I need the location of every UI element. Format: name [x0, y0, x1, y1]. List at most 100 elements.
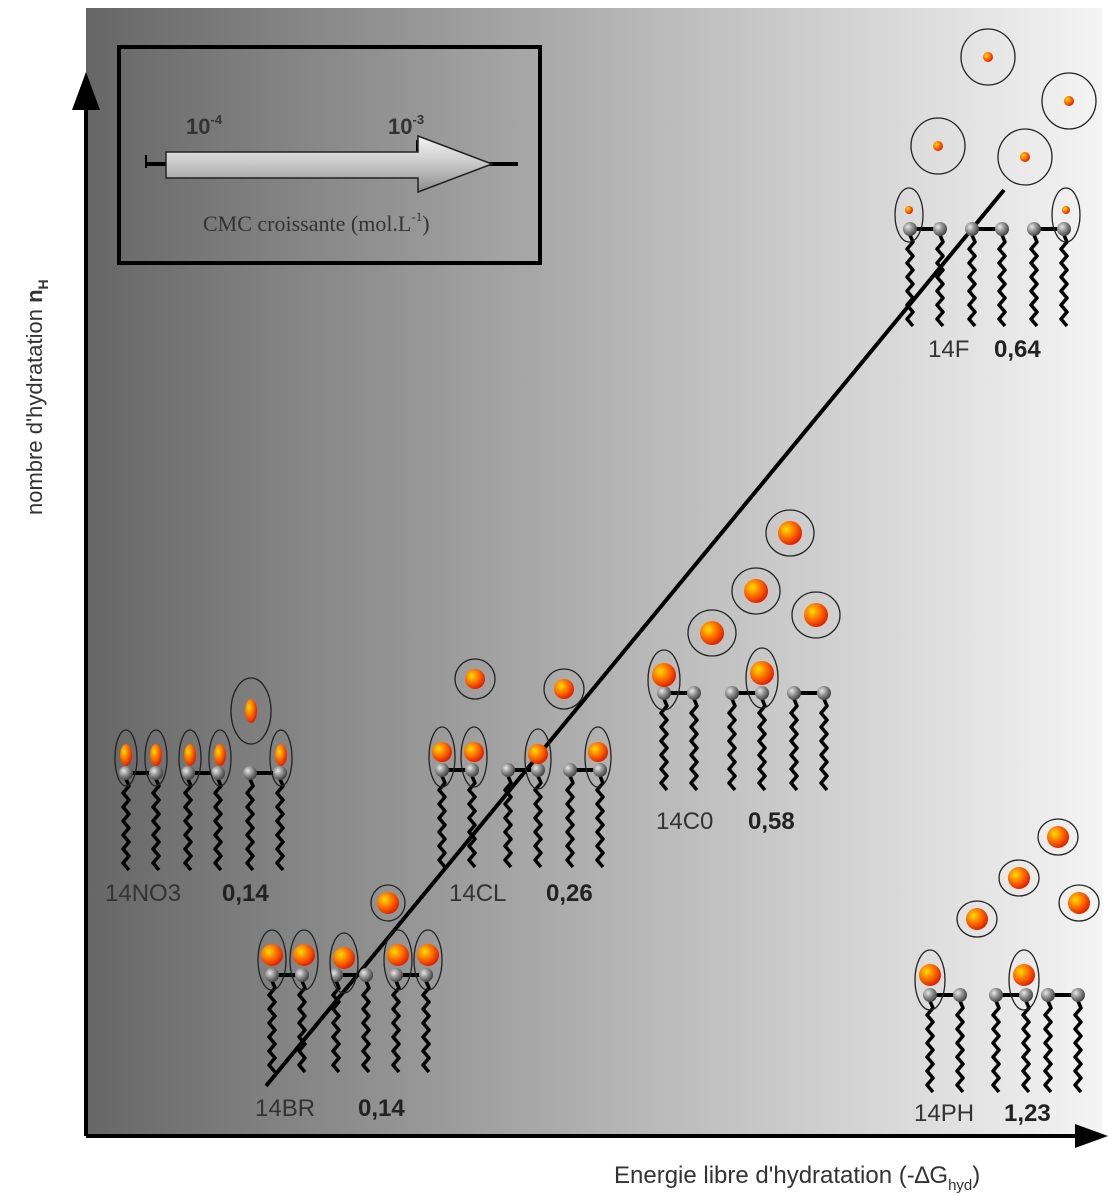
headgroup: [265, 968, 279, 982]
molecule-group-14c0: [647, 509, 841, 792]
alkyl-tail: [267, 980, 277, 1074]
headgroup: [787, 686, 801, 700]
headgroup: [593, 763, 607, 777]
molecule-group-14f: [894, 28, 1097, 328]
counterion: [1064, 96, 1074, 106]
alkyl-tail: [991, 1000, 1001, 1094]
headgroup: [119, 766, 133, 780]
svg-text:0,58: 0,58: [748, 808, 795, 835]
counterion: [1008, 867, 1030, 889]
svg-text:0,14: 0,14: [358, 1095, 405, 1122]
svg-text:14CL: 14CL: [449, 880, 506, 907]
alkyl-tail: [955, 1000, 965, 1094]
alkyl-tail: [727, 698, 737, 792]
alkyl-tail: [659, 698, 669, 792]
alkyl-tail: [789, 698, 799, 792]
hydration-shell: [910, 117, 966, 175]
alkyl-tail: [757, 698, 767, 792]
counterion: [1020, 152, 1030, 162]
hydration-shell: [914, 949, 946, 1011]
hydration-shell: [1051, 187, 1081, 243]
svg-text:14F: 14F: [928, 336, 969, 363]
alkyl-tail: [1059, 234, 1069, 328]
headgroup: [995, 222, 1009, 236]
hydration-shell: [584, 726, 612, 788]
counterion: [804, 603, 828, 627]
headgroup: [1071, 988, 1085, 1002]
alkyl-tail: [437, 775, 447, 869]
headgroup: [531, 763, 545, 777]
alkyl-tail: [565, 775, 575, 869]
headgroup: [419, 968, 433, 982]
inset-caption: CMC croissante (mol.L-1): [203, 209, 430, 236]
y-axis: [72, 72, 100, 1136]
alkyl-tail: [275, 778, 285, 872]
background-panel: [86, 8, 1102, 1135]
counterion: [417, 944, 439, 966]
counterion: [905, 206, 913, 214]
counterion: [652, 663, 676, 687]
alkyl-tail: [183, 778, 193, 872]
molecule-group-14ph: [914, 818, 1100, 1094]
headgroup: [501, 763, 515, 777]
group-label-14c0: 14C0 0,58: [656, 808, 795, 835]
counterion: [528, 744, 548, 764]
hydration-shell: [269, 729, 293, 787]
headgroup: [1041, 988, 1055, 1002]
alkyl-tail: [503, 775, 513, 869]
svg-text:0,26: 0,26: [546, 880, 593, 907]
inset-tick-2: 10-3: [388, 112, 424, 139]
counterion: [120, 744, 132, 766]
hydration-shell: [647, 649, 681, 711]
counterion: [919, 964, 941, 986]
alkyl-tail: [935, 234, 945, 328]
counterion: [293, 944, 315, 966]
counterion: [778, 521, 802, 545]
x-axis: [86, 1124, 1108, 1148]
alkyl-tail: [1029, 234, 1039, 328]
x-axis-label: Energie libre d'hydratation (-∆Ghyd): [614, 1162, 980, 1194]
alkyl-tail: [331, 980, 341, 1074]
headgroup: [657, 686, 671, 700]
headgroup: [211, 766, 225, 780]
headgroup: [1019, 988, 1033, 1002]
counterion: [744, 579, 768, 603]
alkyl-tail: [391, 980, 401, 1074]
headgroup: [817, 686, 831, 700]
hydration-shell: [765, 509, 815, 557]
alkyl-tail: [421, 980, 431, 1074]
counterion: [432, 742, 452, 762]
hydration-shell: [1008, 949, 1040, 1011]
group-label-14cl: 14CL 0,26: [449, 880, 593, 907]
counterion: [261, 944, 283, 966]
hydration-shell: [454, 658, 496, 700]
hydration-shell: [329, 932, 359, 994]
hydration-shell: [524, 728, 552, 790]
alkyl-tail: [533, 775, 543, 869]
headgroup: [903, 222, 917, 236]
group-label-14no3: 14NO3 0,14: [105, 880, 269, 907]
hydration-shell: [230, 677, 272, 745]
alkyl-tail: [689, 698, 699, 792]
alkyl-tail: [467, 775, 477, 869]
headgroup: [389, 968, 403, 982]
alkyl-tail: [213, 778, 223, 872]
y-axis-label: nombre d'hydratation nH: [22, 279, 51, 515]
group-label-14f: 14F 0,64: [928, 336, 1041, 363]
headgroup: [1057, 222, 1071, 236]
hydration-shell: [997, 128, 1053, 186]
headgroup: [149, 766, 163, 780]
headgroup: [687, 686, 701, 700]
alkyl-tail: [245, 778, 255, 872]
alkyl-tail: [1073, 1000, 1083, 1094]
headgroup: [1027, 222, 1041, 236]
hydration-shell: [257, 929, 287, 991]
hydration-shell: [731, 567, 781, 615]
surfactant-groups: [114, 28, 1100, 1094]
hydration-shell: [114, 729, 138, 787]
headgroup: [923, 988, 937, 1002]
hydration-shell: [960, 28, 1016, 86]
hydration-shell: [383, 929, 413, 991]
counterion: [184, 744, 196, 766]
